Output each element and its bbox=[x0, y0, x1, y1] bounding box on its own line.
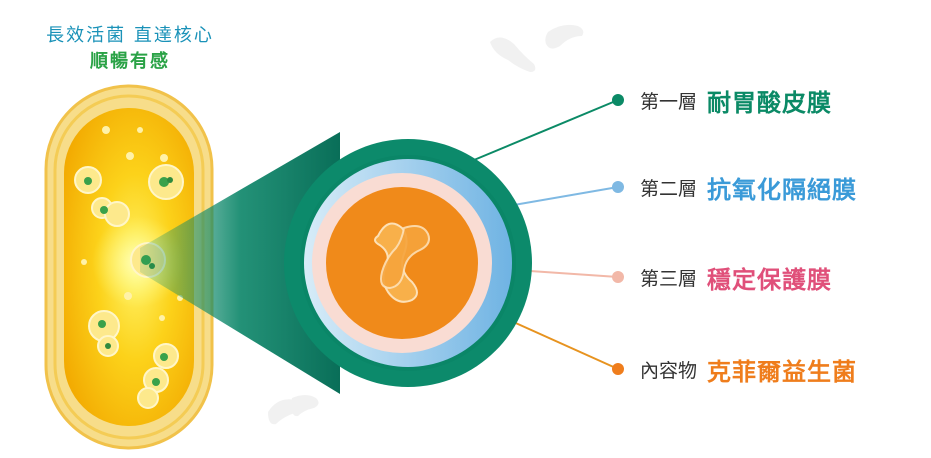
headline-main: 長效活菌 直達核心 bbox=[46, 25, 214, 46]
bacteria-cell bbox=[74, 166, 130, 227]
layer-row-3: 第三層 穩定保護膜 bbox=[612, 262, 833, 294]
layer-row-4: 內容物 克菲爾益生菌 bbox=[612, 354, 858, 386]
layer-dot bbox=[612, 181, 624, 193]
layer-row-1: 第一層 耐胃酸皮膜 bbox=[612, 85, 833, 117]
layer-label: 第一層 bbox=[640, 90, 698, 113]
zoom-beam bbox=[140, 132, 340, 394]
layer-label: 內容物 bbox=[640, 359, 698, 382]
bacteria-icon bbox=[374, 222, 430, 303]
layer-name: 耐胃酸皮膜 bbox=[707, 88, 833, 117]
capsule-bacteria-cells bbox=[74, 126, 184, 409]
layer-dot bbox=[612, 94, 624, 106]
bacteria-cell bbox=[137, 343, 179, 409]
bacteria-cell bbox=[88, 310, 120, 357]
bacteria-cell bbox=[148, 164, 184, 200]
decorative-bacteria-top bbox=[490, 24, 584, 72]
layer-dot bbox=[612, 363, 624, 375]
layer-dot bbox=[612, 271, 624, 283]
layer-label: 第三層 bbox=[640, 267, 698, 290]
cross-section bbox=[284, 139, 532, 387]
headline-sub: 順暢有感 bbox=[90, 51, 170, 72]
decorative-bacteria-bottom bbox=[268, 395, 319, 425]
layer-name: 抗氧化隔絕膜 bbox=[707, 175, 858, 204]
layer-row-2: 第二層 抗氧化隔絕膜 bbox=[612, 172, 858, 204]
layer-name: 克菲爾益生菌 bbox=[707, 357, 858, 386]
layer-name: 穩定保護膜 bbox=[707, 265, 833, 294]
layer-label: 第二層 bbox=[640, 177, 698, 200]
